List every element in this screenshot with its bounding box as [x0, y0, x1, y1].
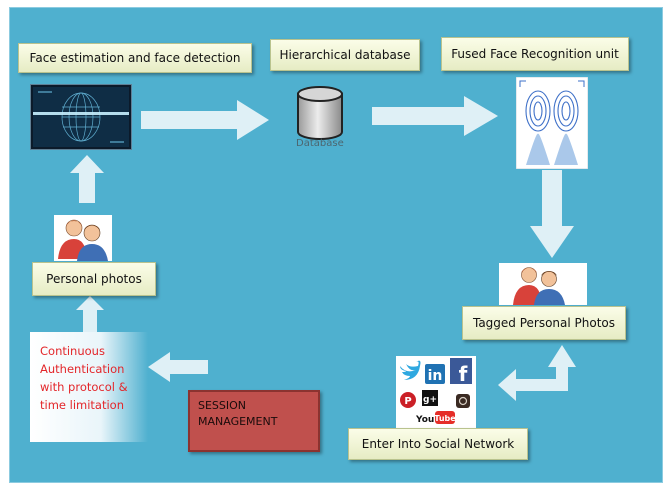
tagged-photos-people-icon — [499, 263, 587, 305]
youtube-logo-tube: Tube — [434, 414, 456, 423]
youtube-logo: You Tube — [415, 411, 456, 425]
twitter-logo — [400, 360, 421, 380]
youtube-logo-you: You — [415, 415, 434, 425]
social-media-icon: in f P g+ You Tube — [396, 356, 476, 428]
label-hierarchical-database: Hierarchical database — [270, 39, 420, 71]
facebook-logo-text: f — [459, 362, 468, 386]
database-caption: Database — [296, 138, 344, 149]
session-line: MANAGEMENT — [198, 415, 278, 428]
google-plus-logo-text: g+ — [423, 395, 437, 405]
label-face-estimation: Face estimation and face detection — [18, 43, 252, 73]
pinterest-logo-text: P — [404, 396, 411, 407]
authentication-box: Continuous Authentication with protocol … — [30, 332, 148, 442]
label-tagged-personal-photos: Tagged Personal Photos — [462, 306, 626, 340]
pinterest-logo: P — [400, 392, 416, 408]
arrow-tagged-to-social — [498, 345, 576, 401]
arrow-authentication-to-personal — [76, 296, 104, 336]
authentication-line: with protocol & — [40, 380, 128, 394]
arrow-face-to-database — [141, 100, 269, 140]
personal-photos-people-icon — [54, 215, 112, 261]
authentication-line: Continuous — [40, 344, 105, 358]
arrow-database-to-recognition — [372, 96, 498, 136]
instagram-logo — [456, 394, 470, 408]
authentication-line: Authentication — [40, 362, 125, 376]
linkedin-logo: in — [425, 364, 445, 384]
label-enter-social-network: Enter Into Social Network — [348, 428, 528, 460]
arrow-session-to-authentication — [148, 352, 208, 382]
label-personal-photos: Personal photos — [32, 262, 156, 296]
label-fused-face-recognition: Fused Face Recognition unit — [441, 37, 629, 71]
google-plus-logo: g+ — [422, 390, 438, 406]
face-scan-icon — [29, 83, 133, 151]
authentication-line: time limitation — [40, 398, 125, 412]
fingerprint-icon — [515, 76, 589, 170]
session-line: SESSION — [198, 399, 247, 412]
arrow-personal-to-face — [70, 155, 104, 203]
facebook-logo: f — [450, 358, 472, 386]
database-icon — [295, 86, 345, 142]
session-management-box: SESSION MANAGEMENT — [188, 390, 320, 452]
arrow-recognition-to-tagged — [530, 170, 574, 258]
linkedin-logo-text: in — [428, 368, 443, 384]
